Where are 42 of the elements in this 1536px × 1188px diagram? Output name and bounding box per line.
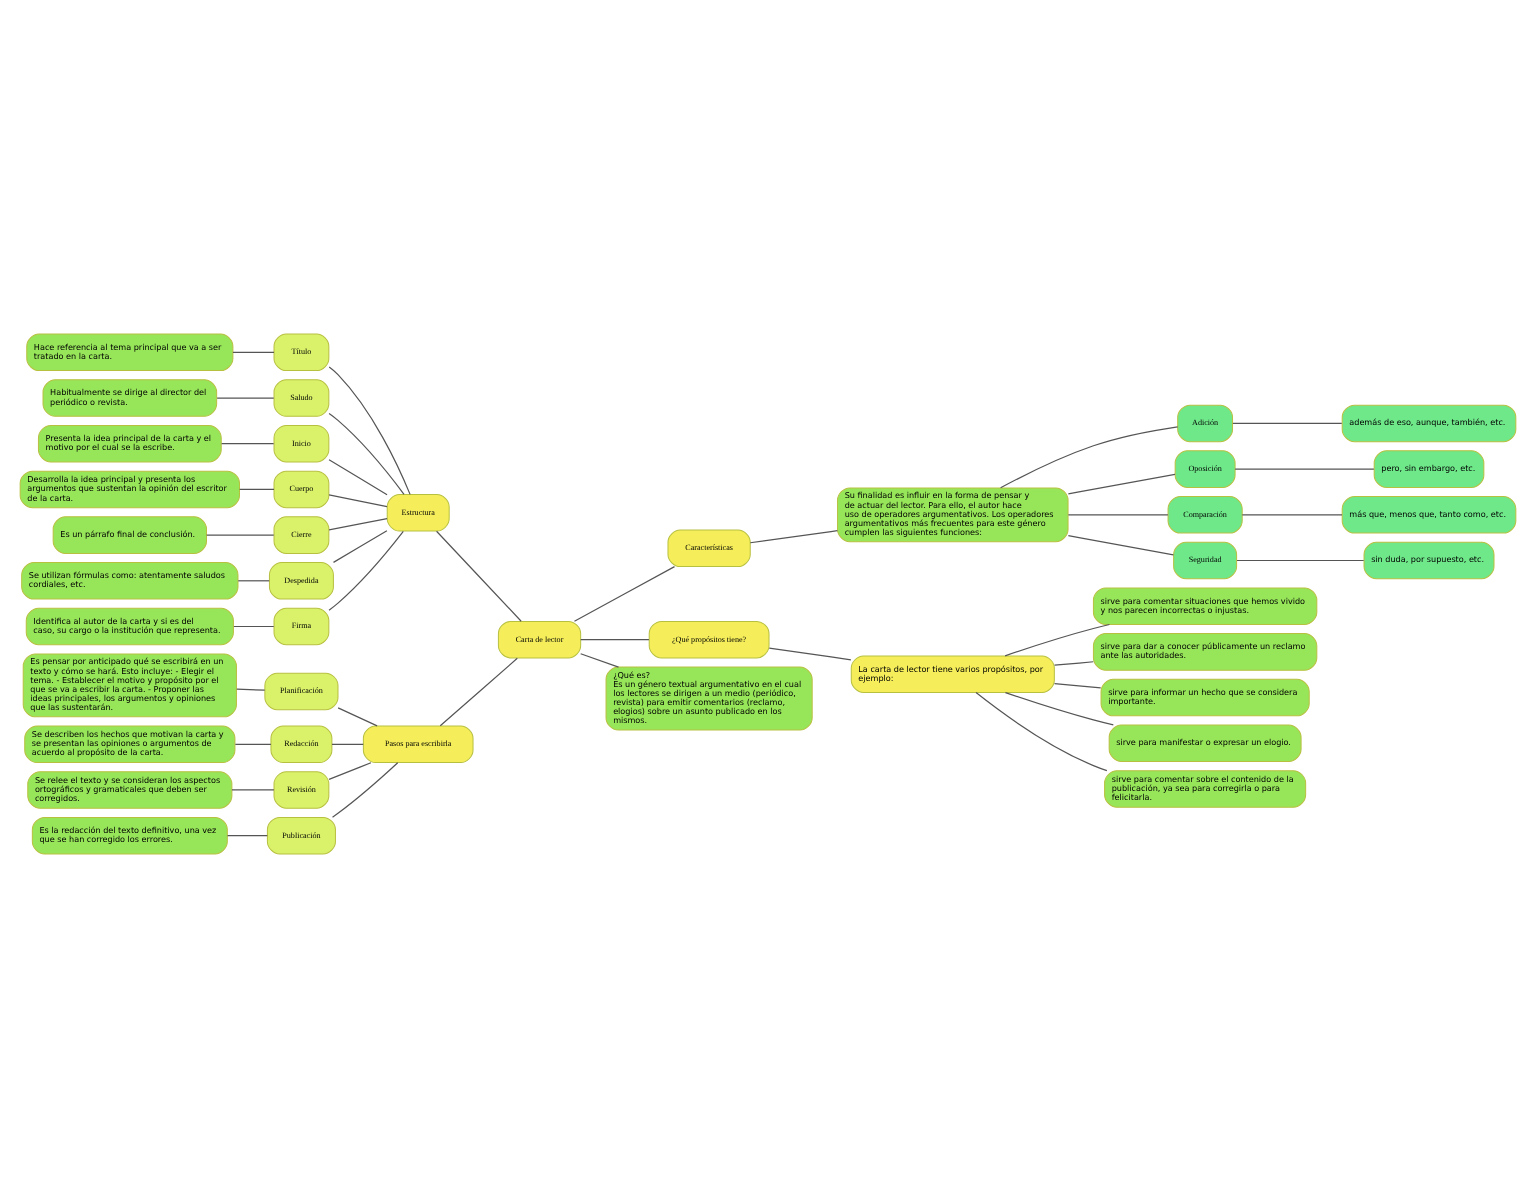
connector	[435, 530, 522, 622]
connector	[1236, 559, 1365, 562]
connector	[328, 494, 388, 508]
connector	[328, 366, 411, 495]
connector	[1234, 468, 1375, 470]
connector	[328, 459, 388, 496]
connector	[1067, 473, 1176, 495]
connector	[226, 835, 268, 837]
connector	[768, 647, 852, 661]
connector	[975, 691, 1108, 772]
connector	[337, 707, 378, 727]
connector	[328, 530, 404, 611]
connector	[580, 653, 620, 668]
connector	[1000, 426, 1179, 489]
connector	[237, 580, 270, 582]
connector	[331, 743, 364, 745]
connector	[233, 625, 275, 628]
connector	[1232, 422, 1343, 425]
connector	[328, 762, 372, 780]
connector	[1067, 514, 1169, 516]
connector	[328, 518, 388, 531]
connector	[236, 688, 266, 691]
connector	[439, 657, 518, 727]
connector	[332, 530, 388, 563]
connector	[1053, 683, 1102, 689]
connector	[580, 639, 650, 641]
connector	[206, 534, 275, 536]
connector	[1053, 661, 1094, 666]
connector	[221, 443, 275, 445]
connector	[1067, 535, 1174, 556]
connector	[1004, 692, 1114, 726]
connector	[749, 530, 839, 544]
connector	[573, 566, 676, 622]
connector	[231, 789, 275, 791]
connector	[331, 762, 399, 818]
connector	[328, 412, 405, 495]
connector	[1004, 623, 1111, 657]
connector	[234, 743, 272, 745]
connector	[232, 351, 275, 353]
connector	[216, 397, 275, 399]
connector	[239, 488, 275, 491]
connector	[1241, 514, 1343, 516]
